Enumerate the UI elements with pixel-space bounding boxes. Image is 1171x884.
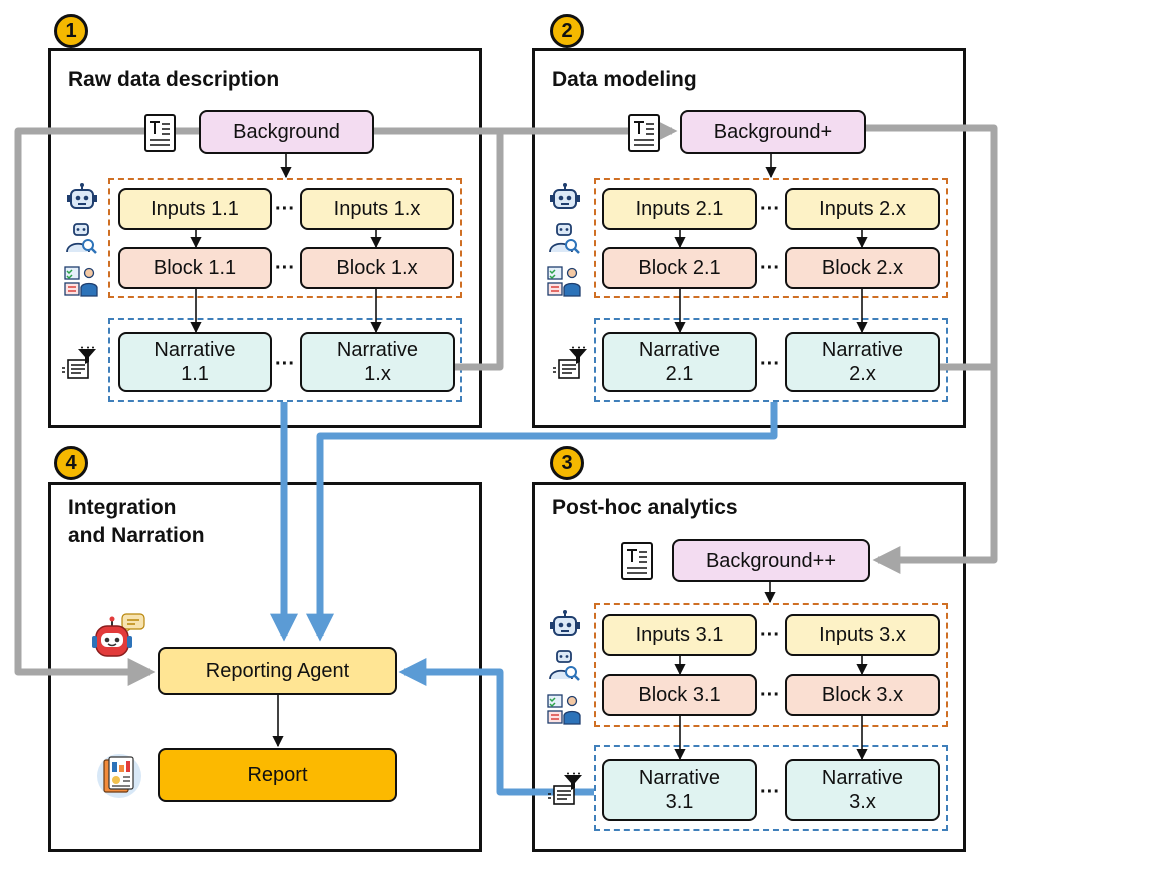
narrative-group-2	[594, 318, 948, 402]
panel-title-line-1: Integration	[68, 496, 177, 519]
robot-icon	[67, 183, 97, 209]
robot-icon	[550, 610, 580, 636]
narrative-index: 1.x	[364, 363, 391, 385]
black-step-arrows	[190, 154, 868, 761]
narrative-group-1	[108, 318, 462, 402]
panel-title-raw-data-description: Raw data description	[68, 68, 280, 91]
step-badge-2: 2	[550, 14, 584, 48]
narrative-label: Narrative	[154, 339, 236, 361]
narrative-index: 2.x	[849, 363, 876, 385]
blue-flow-narrative2-to-agent	[306, 402, 778, 642]
panel-title-line-2: and Narration	[68, 524, 205, 547]
processing-group-1	[108, 178, 462, 298]
robot-icon	[550, 183, 580, 209]
blue-narrative-flows	[270, 402, 778, 796]
filter-funnel-icon	[62, 346, 96, 379]
background-plus-plus-node: Background++	[672, 539, 870, 582]
ellipsis-narratives-1: ···	[275, 353, 295, 375]
gray-context-flows	[14, 117, 998, 686]
inputs-3-1-node: Inputs 3.1	[602, 614, 757, 656]
blue-flow-narrative3-to-agent	[398, 658, 594, 796]
narrative-label: Narrative	[638, 339, 721, 361]
inputs-1-1-node: Inputs 1.1	[118, 188, 272, 230]
narrative-index: 1.1	[181, 363, 209, 385]
gray-flow-background-to-agent	[14, 127, 199, 686]
narrative-label: Narrative	[821, 339, 904, 361]
ellipsis-inputs-1: ···	[275, 198, 295, 220]
robot-search-icon	[549, 223, 580, 254]
narrative-index: 2.1	[665, 363, 694, 385]
panel-title-post-hoc-analytics: Post-hoc analytics	[552, 496, 738, 519]
text-document-icon	[621, 542, 653, 580]
ellipsis-narratives-3: ···	[760, 781, 780, 803]
inputs-1-x-node: Inputs 1.x	[300, 188, 454, 230]
ellipsis-blocks-1: ···	[275, 257, 295, 279]
text-document-icon	[144, 114, 176, 152]
robot-search-icon	[66, 223, 97, 254]
robot-search-icon	[549, 650, 580, 681]
report-icon	[97, 754, 141, 798]
agent-robot-icon	[92, 613, 145, 657]
ellipsis-inputs-2: ···	[760, 198, 780, 220]
panel-title-data-modeling: Data modeling	[552, 68, 697, 91]
text-document-icon	[628, 114, 660, 152]
block-2-1-node: Block 2.1	[602, 247, 757, 289]
ellipsis-inputs-3: ···	[760, 624, 780, 646]
reporting-agent-node: Reporting Agent	[158, 647, 397, 695]
human-checklist-icon	[64, 266, 98, 297]
step-badge-4: 4	[54, 446, 88, 480]
inputs-3-x-node: Inputs 3.x	[785, 614, 940, 656]
inputs-2-1-node: Inputs 2.1	[602, 188, 757, 230]
block-1-1-node: Block 1.1	[118, 247, 272, 289]
narrative-index: 3.1	[665, 791, 694, 813]
processing-group-2	[594, 178, 948, 298]
filter-funnel-icon	[553, 346, 587, 379]
block-1-x-node: Block 1.x	[300, 247, 454, 289]
gray-flow-background-plus-to-background-plus-plus	[866, 124, 998, 574]
narrative-label: Narrative	[638, 767, 721, 789]
report-node: Report	[158, 748, 397, 802]
filter-funnel-icon	[548, 772, 582, 805]
inputs-2-x-node: Inputs 2.x	[785, 188, 940, 230]
step-badge-3: 3	[550, 446, 584, 480]
block-3-x-node: Block 3.x	[785, 674, 940, 716]
human-checklist-icon	[547, 694, 581, 725]
narrative-label: Narrative	[336, 339, 419, 361]
background-node: Background	[199, 110, 374, 154]
narrative-index: 3.x	[849, 791, 876, 813]
gray-flow-narrative1-to-background-plus	[455, 131, 504, 371]
background-plus-node: Background+	[680, 110, 866, 154]
block-3-1-node: Block 3.1	[602, 674, 757, 716]
narrative-group-3	[594, 745, 948, 831]
block-2-x-node: Block 2.x	[785, 247, 940, 289]
step-badge-1: 1	[54, 14, 88, 48]
ellipsis-blocks-3: ···	[760, 684, 780, 706]
human-checklist-icon	[547, 266, 581, 297]
ellipsis-blocks-2: ···	[760, 257, 780, 279]
panel-title-integration-and-narration: Integration and Narration	[68, 494, 205, 550]
ellipsis-narratives-2: ···	[760, 353, 780, 375]
processing-group-3	[594, 603, 948, 727]
narrative-label: Narrative	[821, 767, 904, 789]
